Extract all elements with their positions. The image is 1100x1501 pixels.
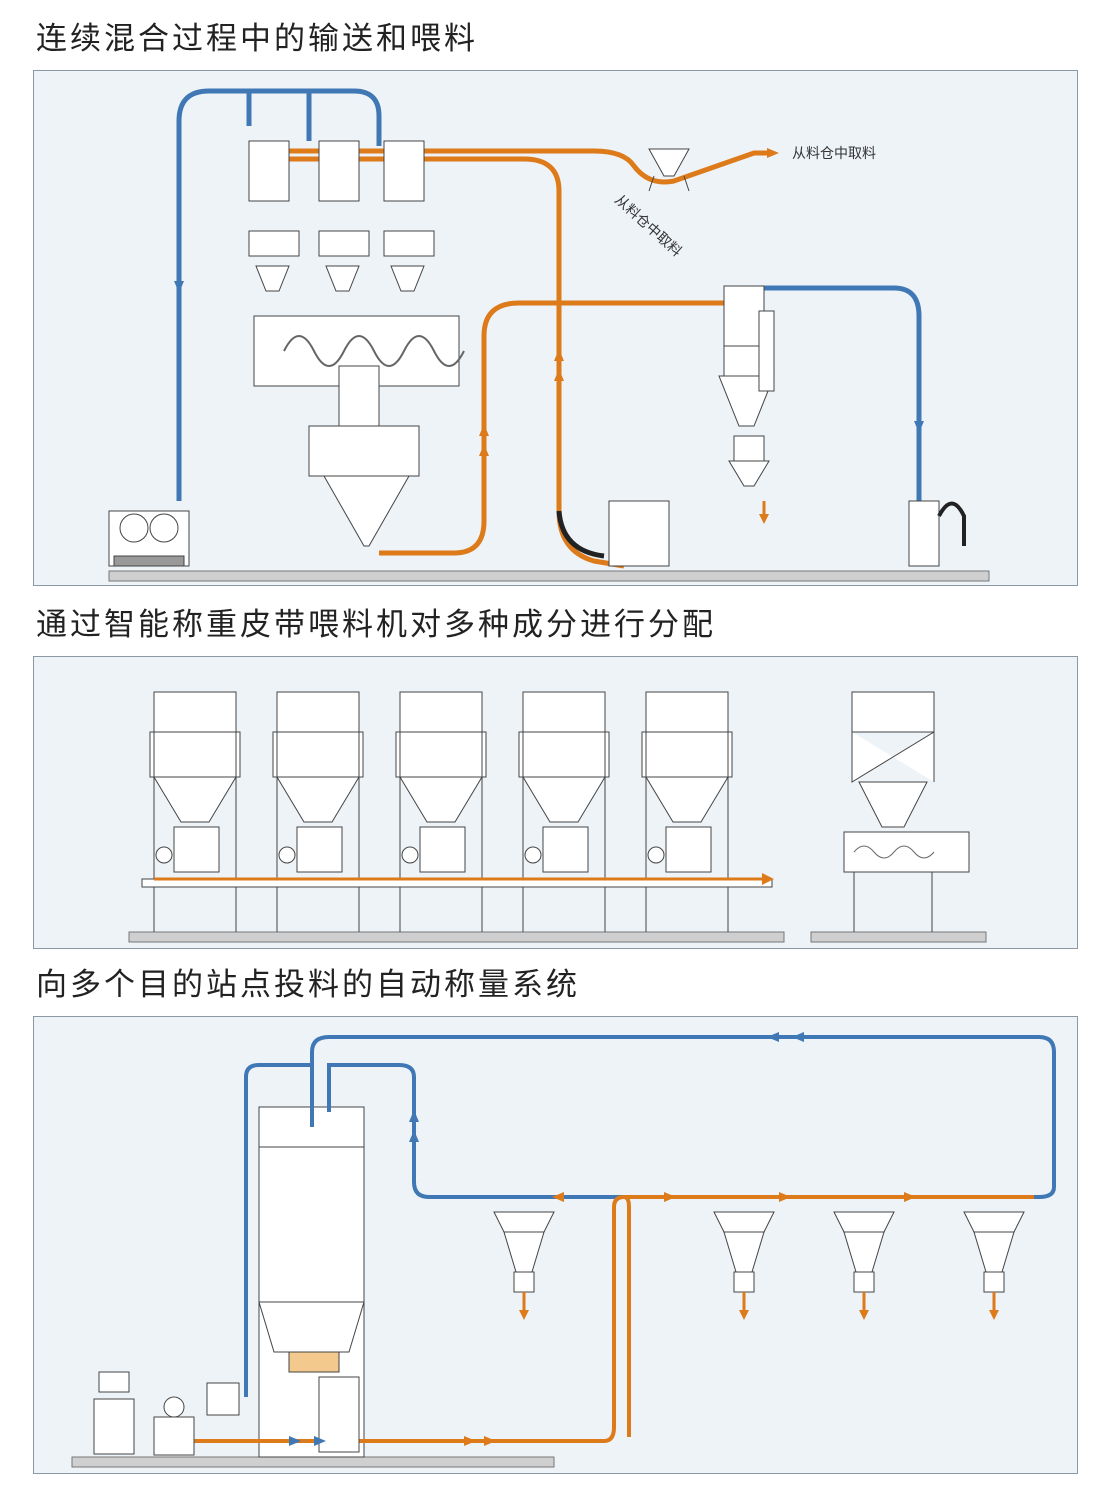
section-1-diagram: 从料仓中取料 从料仓中取料 [33,70,1078,586]
destination-hopper [833,1211,895,1320]
arrow-head [759,514,769,524]
weigh-belt-feeder [641,691,733,932]
loader-group [248,140,435,292]
label-source-right: 从料仓中取料 [792,146,876,162]
section-3-title: 向多个目的站点投料的自动称量系统 [36,967,580,1003]
weigh-belt-feeder [395,691,487,932]
vacuum-line-side [244,1063,312,1397]
flow-arrow-icon [289,1032,804,1446]
weigh-belt-feeder [518,691,610,932]
section-2-title: 通过智能称重皮带喂料机对多种成分进行分配 [36,607,716,643]
blower-right [908,500,966,567]
flow-arrow-icon [174,281,924,433]
vacuum-line-right [754,285,922,501]
destination-hopper [493,1211,555,1320]
flow-arrow-icon [479,148,779,456]
screw-feeder-unit [843,691,970,932]
destination-hopper [713,1211,775,1320]
section-3-svg [71,1032,1056,1468]
hopper-icon [308,365,420,547]
vacuum-line-drop [246,91,312,141]
control-panel [206,1382,240,1416]
bag-station [608,500,670,567]
section-2-diagram [33,656,1078,949]
section-3-diagram [33,1016,1078,1474]
floor-left [128,931,785,943]
control-cabinet-icon [93,1371,135,1455]
vacuum-line [176,88,382,501]
label-source-diagonal: 从料仓中取料 [611,192,684,260]
flow-arrow-icon [464,1192,916,1446]
blower-icon [108,510,190,567]
floor-right [810,931,987,943]
material-line-black [556,510,605,559]
receiver-station [718,285,775,487]
weigh-belt-feeder [149,691,241,932]
destination-hopper [963,1211,1025,1320]
floor [108,570,990,582]
material-line [189,1195,1034,1443]
feed-station [318,1376,360,1453]
section-2-svg [128,691,987,943]
vacuum-line [310,1035,1056,1199]
section-1-title: 连续混合过程中的输送和喂料 [36,21,478,57]
flow-arrow-icon [762,873,774,885]
source-silo [648,148,690,192]
floor [71,1456,555,1468]
material-line-top [279,148,769,185]
blower-icon [153,1396,195,1456]
weigh-belt-feeder [272,691,364,932]
section-1-svg: 从料仓中取料 从料仓中取料 [108,88,990,582]
